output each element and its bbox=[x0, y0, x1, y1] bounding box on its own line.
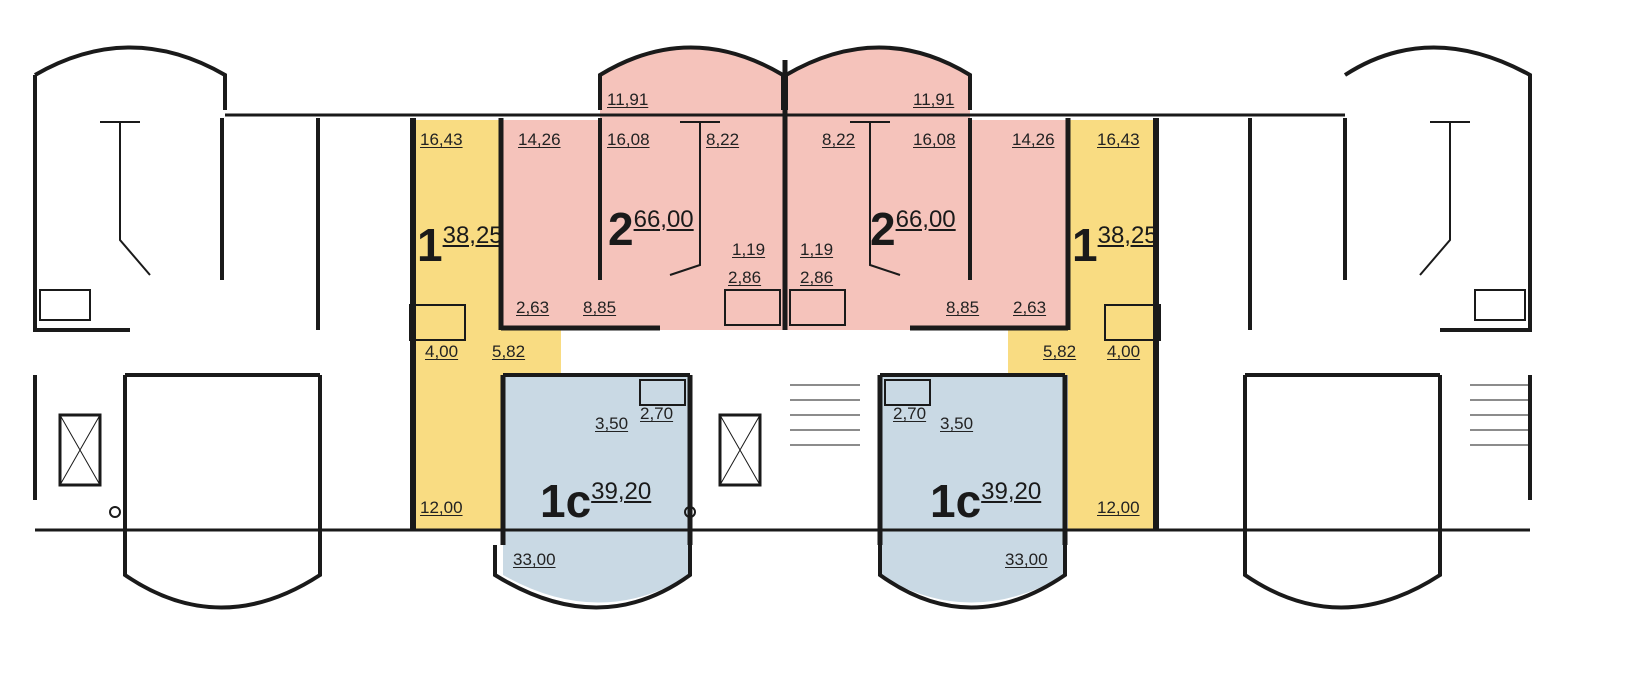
room-area: 16,08 bbox=[607, 130, 650, 149]
room-area: 2,86 bbox=[728, 268, 762, 287]
apartment-fill-yellow-left[interactable] bbox=[413, 120, 501, 530]
room-area: 14,26 bbox=[518, 130, 561, 149]
room-area: 2,63 bbox=[1013, 298, 1047, 317]
room-area: 33,00 bbox=[1005, 550, 1048, 569]
apartment-fill-blue-right[interactable] bbox=[880, 375, 1065, 603]
room-area: 3,50 bbox=[595, 414, 629, 433]
room-area: 4,00 bbox=[425, 342, 459, 361]
apartment-fill-yellow-left-hall bbox=[501, 330, 561, 375]
room-area: 12,00 bbox=[420, 498, 463, 517]
apartment-fill-blue-left[interactable] bbox=[503, 375, 690, 603]
room-area: 12,00 bbox=[1097, 498, 1140, 517]
room-area: 2,63 bbox=[516, 298, 550, 317]
total-area: 39,20 bbox=[981, 478, 1042, 505]
room-area: 16,43 bbox=[420, 130, 463, 149]
room-area: 5,82 bbox=[1043, 342, 1077, 361]
room-area: 16,43 bbox=[1097, 130, 1140, 149]
total-area: 66,00 bbox=[633, 206, 694, 233]
room-area: 2,70 bbox=[640, 404, 674, 423]
room-area: 2,86 bbox=[800, 268, 834, 287]
apartment-fill-yellow-right[interactable] bbox=[1068, 120, 1156, 530]
total-area: 39,20 bbox=[591, 478, 652, 505]
apartment-label-blue-left: 1c39,20 bbox=[540, 478, 651, 524]
total-area: 38,25 bbox=[1097, 222, 1158, 249]
room-count: 1c bbox=[540, 475, 592, 527]
room-area: 11,91 bbox=[607, 90, 649, 109]
apartment-fill-yellow-right-hall bbox=[1008, 330, 1068, 375]
room-area: 2,70 bbox=[893, 404, 927, 423]
room-area: 8,22 bbox=[822, 130, 856, 149]
room-count: 1 bbox=[417, 219, 443, 271]
apartment-fill-pink-right[interactable] bbox=[786, 47, 1068, 331]
room-area: 8,85 bbox=[583, 298, 617, 317]
walls bbox=[33, 45, 1532, 610]
room-area: 11,91 bbox=[913, 90, 955, 109]
room-count: 1 bbox=[1072, 219, 1098, 271]
room-area: 33,00 bbox=[513, 550, 556, 569]
room-area: 4,00 bbox=[1107, 342, 1141, 361]
room-count: 1c bbox=[930, 475, 982, 527]
room-area: 3,50 bbox=[940, 414, 974, 433]
apartment-label-yellow-left: 138,25 bbox=[417, 222, 503, 268]
apartment-label-yellow-right: 138,25 bbox=[1072, 222, 1158, 268]
room-count: 2 bbox=[608, 203, 634, 255]
room-area: 14,26 bbox=[1012, 130, 1055, 149]
room-area: 1,19 bbox=[732, 240, 766, 259]
total-area: 38,25 bbox=[442, 222, 503, 249]
room-area: 8,85 bbox=[946, 298, 980, 317]
apartment-label-pink-left: 266,00 bbox=[608, 206, 694, 252]
room-area: 1,19 bbox=[800, 240, 834, 259]
apartment-label-blue-right: 1c39,20 bbox=[930, 478, 1041, 524]
apartment-fill-pink-left[interactable] bbox=[501, 47, 783, 331]
apartment-label-pink-right: 266,00 bbox=[870, 206, 956, 252]
room-area: 16,08 bbox=[913, 130, 956, 149]
room-area: 8,22 bbox=[706, 130, 740, 149]
room-area: 5,82 bbox=[492, 342, 526, 361]
room-count: 2 bbox=[870, 203, 896, 255]
total-area: 66,00 bbox=[895, 206, 956, 233]
